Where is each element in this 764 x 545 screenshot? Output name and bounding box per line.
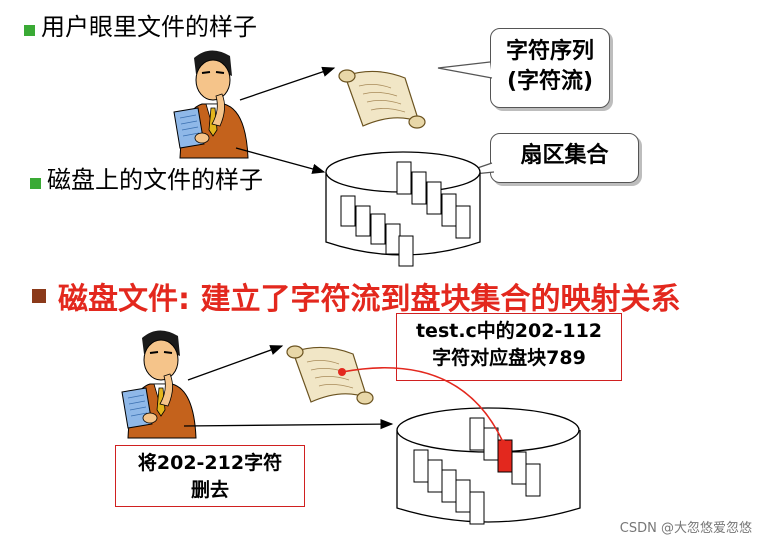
green-bullet-icon bbox=[30, 178, 41, 189]
highlighted-block-789 bbox=[497, 439, 513, 473]
callout-char-stream: 字符序列 (字符流) bbox=[490, 28, 610, 108]
arrow-to-scroll-top bbox=[239, 66, 336, 101]
arrow-to-scroll-bottom bbox=[187, 345, 284, 381]
mapping-heading: 磁盘文件: 建立了字符流到盘块集合的映射关系 bbox=[32, 274, 680, 318]
disk-cylinder-top bbox=[325, 151, 481, 267]
callout-sector-set: 扇区集合 bbox=[490, 133, 639, 183]
disk-cylinder-bottom bbox=[396, 407, 581, 525]
watermark: CSDN @大忽悠爱忽悠 bbox=[619, 521, 752, 536]
delete-instruction-box: 将202-212字符 删去 bbox=[115, 445, 305, 507]
delete-instruction-line2: 删去 bbox=[190, 478, 229, 501]
callout-sector-set-text: 扇区集合 bbox=[520, 143, 609, 168]
person-icon-bottom bbox=[121, 329, 197, 439]
section-disk-view-text: 磁盘上的文件的样子 bbox=[47, 166, 263, 194]
brown-bullet-icon bbox=[32, 289, 46, 303]
callout-char-stream-line2: (字符流) bbox=[506, 68, 594, 94]
scroll-icon-top bbox=[338, 69, 426, 129]
scroll-icon-bottom bbox=[286, 345, 374, 405]
section-user-view-text: 用户眼里文件的样子 bbox=[41, 13, 257, 41]
mapping-example-line1: test.c中的202-112 bbox=[415, 320, 603, 342]
delete-instruction-line1: 将202-212字符 bbox=[137, 452, 283, 474]
mapping-curve bbox=[341, 366, 504, 443]
arrow-to-disk-bottom bbox=[183, 418, 394, 430]
green-bullet-icon bbox=[24, 25, 35, 36]
person-icon-top bbox=[173, 49, 249, 159]
bullet-section-user-view: 用户眼里文件的样子 bbox=[24, 15, 257, 39]
mapping-heading-text: 磁盘文件: 建立了字符流到盘块集合的映射关系 bbox=[58, 282, 681, 317]
mapping-example-box: test.c中的202-112 字符对应盘块789 bbox=[396, 313, 622, 381]
callout-tail-stream bbox=[437, 61, 493, 79]
bullet-section-disk-view: 磁盘上的文件的样子 bbox=[30, 168, 263, 192]
arrow-to-disk-top bbox=[235, 147, 326, 174]
mapping-example-line2: 字符对应盘块789 bbox=[432, 346, 586, 369]
callout-char-stream-line1: 字符序列 bbox=[505, 39, 594, 64]
